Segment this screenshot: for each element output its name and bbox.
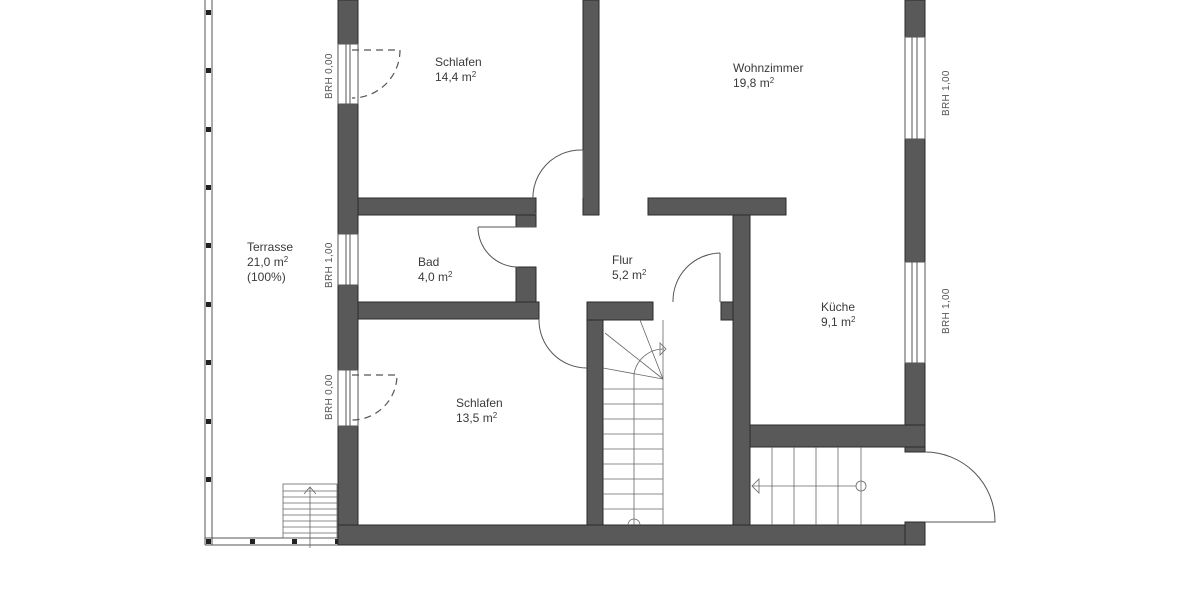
room-name: Schlafen [435,55,482,69]
window-label-wohnzimmer: BRH 1,00 [941,70,952,116]
room-name: Wohnzimmer [733,61,804,75]
room-name: Terrasse [247,240,294,254]
windows [337,36,926,427]
room-label-bad: Bad 4,0 m2 [418,255,452,285]
room-area: 4,0 m2 [418,270,453,284]
window-label-schlafen-1: BRH 0,00 [324,53,335,99]
room-label-schlafen-1: Schlafen 14,4 m2 [435,55,482,85]
room-name: Küche [821,300,856,314]
doors [351,49,996,523]
main-staircase [602,319,667,526]
room-label-kueche: Küche 9,1 m2 [821,300,855,330]
room-name: Schlafen [456,396,503,410]
room-label-schlafen-2: Schlafen 13,5 m2 [456,396,503,426]
room-area: 19,8 m2 [733,76,775,90]
entrance-staircase [751,447,867,525]
window-label-bad: BRH 1,00 [324,242,335,288]
room-name: Bad [418,255,440,269]
room-label-terrasse: Terrasse 21,0 m2 (100%) [247,240,293,285]
room-name: Flur [612,253,633,267]
room-area: 9,1 m2 [821,315,856,329]
room-note: (100%) [247,270,286,284]
terrace-steps [282,483,338,548]
room-label-wohnzimmer: Wohnzimmer 19,8 m2 [733,61,803,91]
room-area: 13,5 m2 [456,411,498,425]
room-area: 14,4 m2 [435,70,477,84]
room-label-flur: Flur 5,2 m2 [612,253,646,283]
window-label-schlafen-2: BRH 0,00 [324,374,335,420]
terrace-railing [204,0,340,546]
walls [337,0,926,546]
room-area: 21,0 m2 [247,255,289,269]
window-label-kueche: BRH 1,00 [941,288,952,334]
room-area: 5,2 m2 [612,268,647,282]
